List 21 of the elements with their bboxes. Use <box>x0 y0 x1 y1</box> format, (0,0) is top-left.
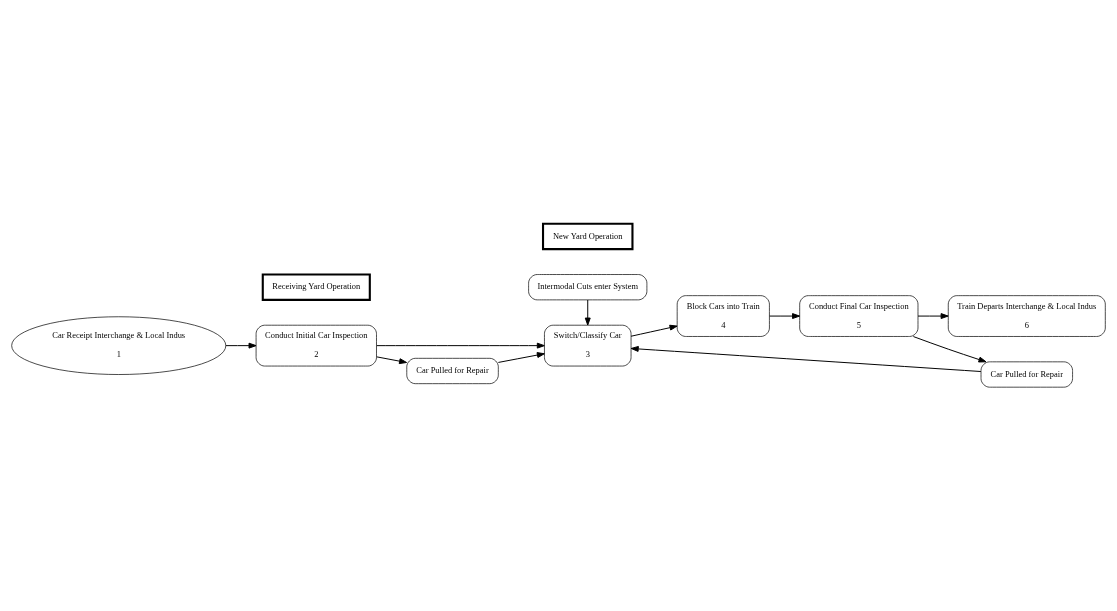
node-box: Car Pulled for Repair <box>406 357 499 384</box>
node-box: Switch/Classify Car 3 <box>544 324 632 367</box>
arrow <box>630 345 982 372</box>
node-box: Car Pulled for Repair <box>980 361 1073 388</box>
arrow <box>917 313 949 320</box>
node-box: Conduct Initial Car Inspection 2 <box>255 324 377 367</box>
node-ellipse: Car Receipt Interchange & Local Indus 1 <box>11 316 227 375</box>
node-box: Block Cars into Train 4 <box>676 295 770 337</box>
node-box: Receiving Yard Operation <box>261 273 371 301</box>
arrow <box>376 342 545 349</box>
node-box: Conduct Final Car Inspection 5 <box>799 295 919 337</box>
arrow <box>630 324 678 337</box>
node-box: Train Departs Interchange & Local Indus 6 <box>947 295 1106 337</box>
node-box: Intermodal Cuts enter System <box>528 274 648 301</box>
arrow <box>584 299 591 326</box>
arrow <box>769 313 801 320</box>
arrow <box>225 342 257 349</box>
arrow <box>912 336 987 363</box>
arrow <box>497 352 545 363</box>
node-box: New Yard Operation <box>541 222 634 251</box>
arrow <box>376 356 408 365</box>
